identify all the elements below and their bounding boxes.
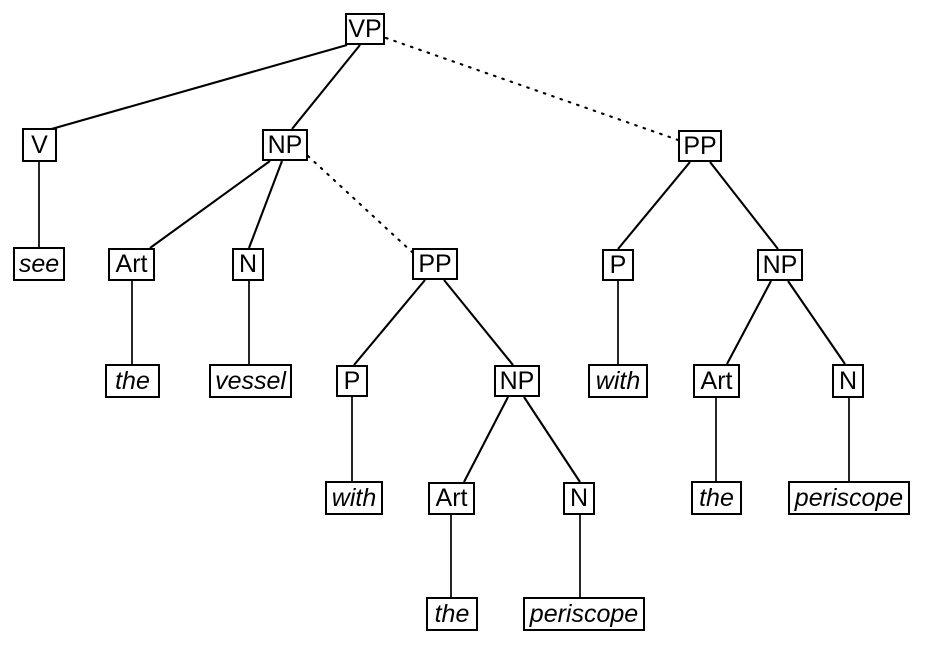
tree-edge-npmid-to-art: [463, 396, 509, 483]
tree-node-p-right: P: [602, 249, 634, 281]
tree-node-v-1: V: [22, 128, 57, 162]
tree-node-np-1: NP: [262, 129, 308, 161]
tree-node-with-right-term: with: [588, 364, 648, 398]
tree-edge-ppright-to-np: [709, 161, 779, 250]
tree-node-the-mid-term: the: [426, 597, 478, 631]
tree-node-periscope-right-term: periscope: [788, 481, 910, 515]
tree-edge-ppmid-to-p: [353, 279, 426, 366]
tree-node-art-mid: Art: [428, 482, 475, 515]
tree-node-np-mid: NP: [494, 365, 540, 397]
tree-node-np-right: NP: [757, 249, 803, 281]
tree-edge-npright-to-art: [726, 280, 772, 365]
tree-node-art-1: Art: [108, 248, 155, 281]
tree-node-with-mid-term: with: [325, 481, 383, 515]
tree-node-the-right-term: the: [691, 481, 742, 515]
tree-node-n-right: N: [832, 364, 864, 398]
tree-node-periscope-mid-term: periscope: [523, 597, 645, 631]
tree-node-see-term: see: [13, 247, 65, 281]
tree-edge-vp-to-np: [291, 44, 361, 130]
tree-edge-ppright-to-p: [617, 161, 691, 250]
tree-edge-ppmid-to-np: [443, 279, 514, 366]
tree-node-art-right: Art: [693, 364, 740, 398]
tree-node-pp-mid: PP: [412, 248, 458, 280]
tree-node-p-mid: P: [336, 365, 368, 397]
tree-edge-vp-to-pp-right: [384, 36, 680, 142]
tree-node-vp-root: VP: [345, 13, 385, 45]
tree-node-n-mid: N: [563, 482, 595, 515]
tree-node-n-1: N: [232, 248, 264, 281]
tree-edge-vp-to-v: [47, 43, 348, 132]
tree-edge-npright-to-n: [787, 280, 846, 365]
tree-edge-np1-to-n: [248, 160, 283, 249]
tree-node-vessel-term: vessel: [209, 364, 292, 398]
tree-edge-np1-to-pp-mid: [306, 154, 414, 254]
tree-node-the-1-term: the: [105, 364, 160, 398]
tree-edge-np1-to-art: [149, 160, 271, 249]
tree-edge-npmid-to-n: [523, 396, 581, 483]
tree-node-pp-right: PP: [678, 130, 722, 162]
